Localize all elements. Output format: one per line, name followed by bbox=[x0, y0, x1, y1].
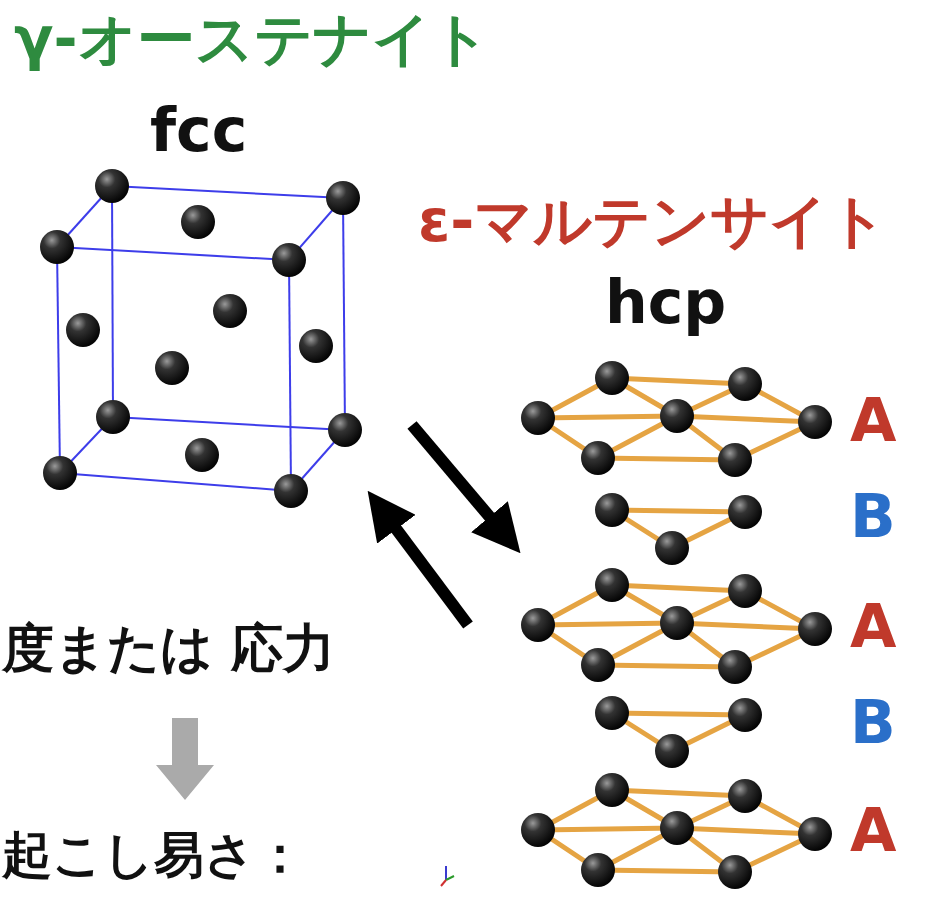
atom bbox=[96, 400, 130, 434]
atom bbox=[299, 329, 333, 363]
phase-name: γ-オーステナイト bbox=[14, 10, 490, 68]
atom bbox=[213, 294, 247, 328]
atom bbox=[155, 351, 189, 385]
atom bbox=[595, 493, 629, 527]
atom bbox=[798, 612, 832, 646]
hcp-bond bbox=[538, 828, 677, 830]
atom bbox=[581, 441, 615, 475]
phase-name: ε-マルテンサイト bbox=[418, 192, 887, 250]
hcp-bond bbox=[598, 458, 735, 460]
layer-letter: A bbox=[850, 800, 896, 860]
hcp-bond bbox=[538, 623, 677, 625]
atom bbox=[718, 443, 752, 477]
atoms bbox=[40, 169, 832, 889]
transform-arrow bbox=[412, 425, 505, 535]
atom bbox=[798, 405, 832, 439]
atom bbox=[185, 438, 219, 472]
atom bbox=[95, 169, 129, 203]
atom bbox=[728, 367, 762, 401]
hcp-bond bbox=[612, 585, 745, 591]
atom bbox=[595, 773, 629, 807]
hcp-bond bbox=[612, 510, 745, 512]
atom bbox=[595, 568, 629, 602]
reverse-arrow bbox=[382, 510, 468, 625]
atom bbox=[521, 608, 555, 642]
atom bbox=[655, 734, 689, 768]
hcp-bond bbox=[677, 828, 815, 834]
hcp-bond bbox=[677, 623, 815, 629]
atom bbox=[728, 779, 762, 813]
cube-edge bbox=[57, 247, 60, 473]
atom bbox=[43, 456, 77, 490]
axis-icon bbox=[441, 866, 454, 886]
atom bbox=[728, 495, 762, 529]
fcc-cube bbox=[57, 186, 345, 491]
hcp-bond bbox=[598, 665, 735, 667]
atom bbox=[521, 813, 555, 847]
cube-edge bbox=[60, 473, 291, 491]
atom bbox=[326, 181, 360, 215]
hcp-bond bbox=[612, 378, 745, 384]
layer-letter: A bbox=[850, 596, 896, 656]
hcp-bond bbox=[612, 790, 745, 796]
atom bbox=[181, 205, 215, 239]
hcp-bond bbox=[598, 870, 735, 872]
cube-edge bbox=[112, 186, 113, 417]
atom bbox=[728, 574, 762, 608]
layer-letter: A bbox=[850, 390, 896, 450]
atom bbox=[728, 698, 762, 732]
atom bbox=[40, 230, 74, 264]
hcp-layers bbox=[538, 378, 815, 872]
atom bbox=[660, 606, 694, 640]
cube-edge bbox=[57, 247, 289, 260]
down-arrow bbox=[156, 718, 214, 800]
atom bbox=[328, 413, 362, 447]
structure-name: hcp bbox=[605, 272, 726, 332]
atom bbox=[521, 401, 555, 435]
condition-text: 起こし易さ： bbox=[2, 830, 305, 880]
atom bbox=[655, 531, 689, 565]
cube-edge bbox=[289, 260, 291, 491]
cube-edge bbox=[343, 198, 345, 430]
atom bbox=[581, 853, 615, 887]
atom bbox=[595, 696, 629, 730]
layer-letter: B bbox=[850, 486, 896, 546]
atom bbox=[595, 361, 629, 395]
atom bbox=[272, 243, 306, 277]
atom bbox=[660, 399, 694, 433]
layer-letter: B bbox=[850, 692, 896, 752]
cube-edge bbox=[112, 186, 343, 198]
condition-text: 度または 応力 bbox=[2, 622, 335, 674]
atom bbox=[66, 313, 100, 347]
atom bbox=[581, 648, 615, 682]
hcp-bond bbox=[538, 416, 677, 418]
hcp-bond bbox=[677, 416, 815, 422]
atom bbox=[798, 817, 832, 851]
cube-edge bbox=[113, 417, 345, 430]
atom bbox=[718, 855, 752, 889]
structure-name: fcc bbox=[150, 100, 247, 160]
hcp-bond bbox=[612, 713, 745, 715]
atom bbox=[274, 474, 308, 508]
atom bbox=[718, 650, 752, 684]
atom bbox=[660, 811, 694, 845]
